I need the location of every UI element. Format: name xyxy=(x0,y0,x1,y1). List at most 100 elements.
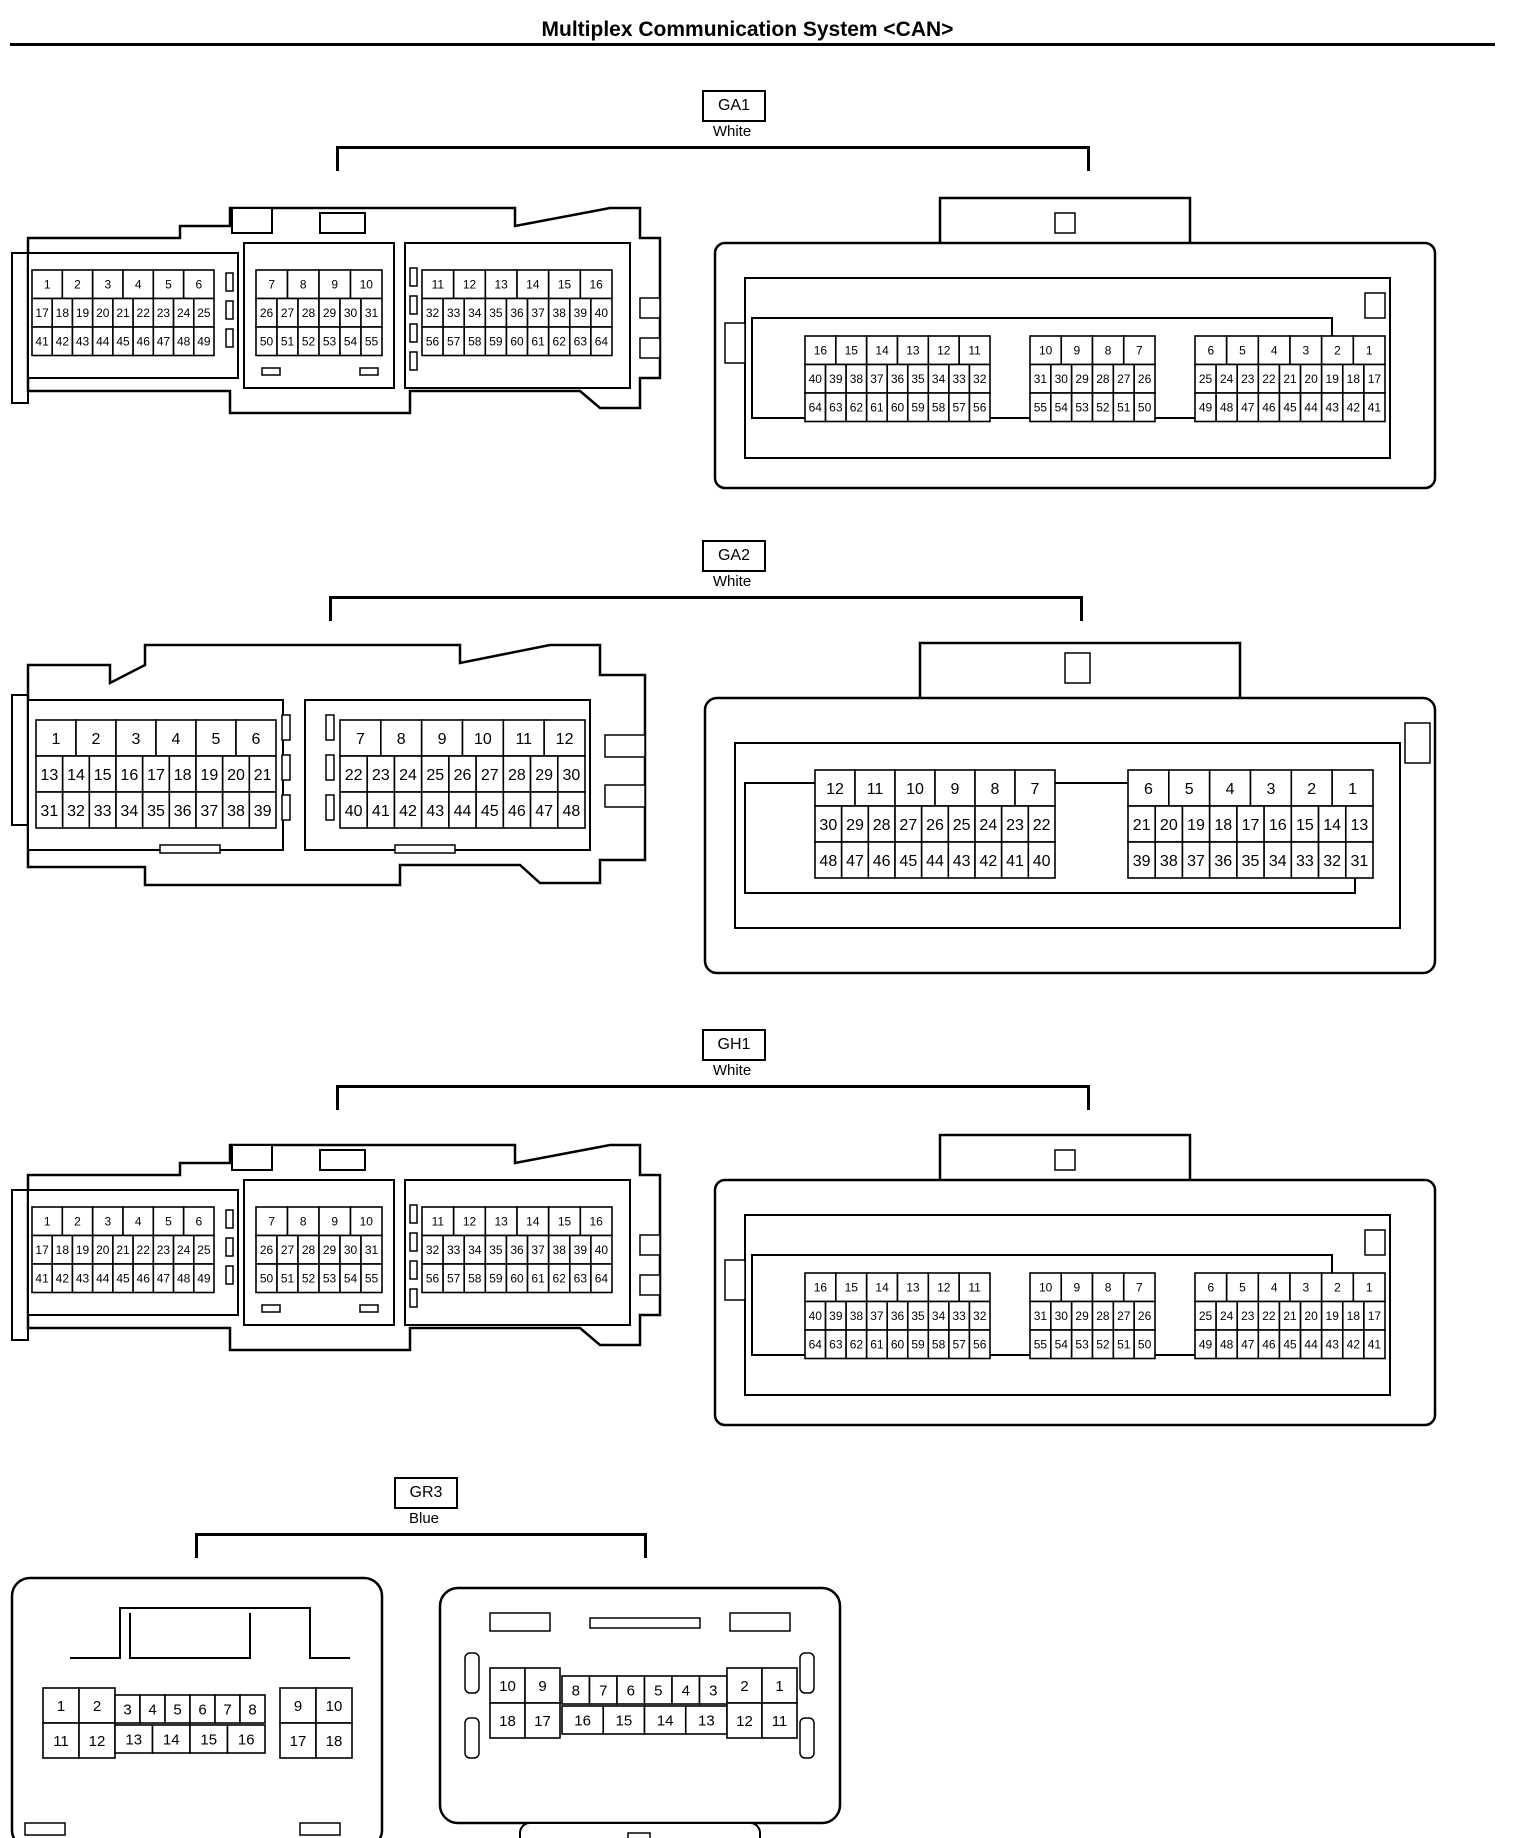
pin-cell-box xyxy=(78,1687,116,1724)
pin-cell: 4 xyxy=(1208,769,1252,807)
pin-cell: 42 xyxy=(1341,1329,1365,1360)
pin-cell: 21 xyxy=(112,1234,134,1265)
pin-number: 21 xyxy=(1133,817,1151,834)
pin-cell: 15 xyxy=(88,755,117,793)
pin-number: 55 xyxy=(365,1272,379,1286)
pin-cell: 24 xyxy=(172,1234,195,1265)
pin-cell-box xyxy=(556,791,586,829)
pin-cell: 30 xyxy=(1050,1300,1073,1331)
pin-number: 39 xyxy=(829,372,843,386)
pin-number: 17 xyxy=(35,1243,49,1257)
pin-cell-box xyxy=(867,805,896,843)
housing-base xyxy=(519,1822,761,1838)
pin-number: 53 xyxy=(323,1272,337,1286)
pin-number: 14 xyxy=(526,278,540,292)
pin-cell: 45 xyxy=(1278,392,1302,423)
pin-number: 38 xyxy=(1160,853,1178,870)
pin-number: 41 xyxy=(1368,1338,1382,1352)
pin-cell-box xyxy=(452,1206,487,1237)
pin-cell: 36 xyxy=(168,791,197,829)
pin-number: 38 xyxy=(850,372,864,386)
pin-cell: 8 xyxy=(1091,1272,1125,1303)
pin-cell: 8 xyxy=(974,769,1016,807)
pin-number: 20 xyxy=(1160,817,1178,834)
pin-cell: 29 xyxy=(318,1234,341,1265)
pin-cell: 51 xyxy=(1112,392,1135,423)
pin-cell: 8 xyxy=(1091,335,1125,366)
pin-number: 9 xyxy=(331,278,338,292)
pin-cell-box xyxy=(835,335,868,366)
pin-number: 45 xyxy=(116,335,130,349)
pin-number: 7 xyxy=(1136,1281,1143,1295)
pin-cell: 7 xyxy=(1122,1272,1156,1303)
pin-number: 53 xyxy=(1075,1338,1089,1352)
pin-number: 33 xyxy=(447,1243,461,1257)
pin-cell: 41 xyxy=(31,326,54,357)
pin-cell-box xyxy=(475,755,505,793)
pin-number: 25 xyxy=(426,767,444,784)
pin-number: 23 xyxy=(1241,1309,1255,1323)
pin-cell: 25 xyxy=(1194,363,1217,394)
pin-cell: 57 xyxy=(948,392,971,423)
pin-cell: 14 xyxy=(865,335,899,366)
housing-tab xyxy=(1364,1229,1386,1256)
pin-cell: 10 xyxy=(1029,335,1063,366)
pin-cell: 55 xyxy=(360,326,383,357)
pin-number: 61 xyxy=(870,1338,884,1352)
pin-number: 40 xyxy=(809,372,823,386)
pin-cell: 19 xyxy=(195,755,224,793)
pin-number: 6 xyxy=(198,1701,206,1718)
pin-number: 25 xyxy=(953,817,971,834)
pin-number: 1 xyxy=(44,278,51,292)
pin-cell: 26 xyxy=(920,805,950,843)
pin-cell-box xyxy=(543,719,586,757)
pin-cell: 34 xyxy=(1263,841,1293,879)
pin-cell: 46 xyxy=(132,1263,155,1294)
pin-cell: 14 xyxy=(865,1272,899,1303)
pin-cell: 3 xyxy=(698,1675,728,1705)
pin-number: 50 xyxy=(260,335,274,349)
pin-cell-box xyxy=(115,719,157,757)
pin-number: 41 xyxy=(35,1272,49,1286)
housing-tab xyxy=(724,322,746,364)
pin-cell: 49 xyxy=(192,1263,215,1294)
pin-number: 12 xyxy=(463,1215,477,1229)
pin-cell-box xyxy=(420,791,450,829)
pin-cell: 58 xyxy=(463,1263,487,1294)
pin-number: 10 xyxy=(326,1698,343,1715)
pin-cell: 3 xyxy=(114,1694,141,1724)
pin-number: 31 xyxy=(40,803,58,820)
pin-number: 12 xyxy=(736,1713,753,1730)
pin-cell: 19 xyxy=(1320,1300,1344,1331)
pin-number: 64 xyxy=(595,1272,609,1286)
pin-number: 4 xyxy=(682,1682,690,1699)
pin-number: 37 xyxy=(870,1309,884,1323)
pin-number: 20 xyxy=(227,767,245,784)
pin-number: 8 xyxy=(397,731,406,748)
housing-tab xyxy=(1404,722,1431,764)
pin-cell: 24 xyxy=(1215,1300,1239,1331)
pin-number: 29 xyxy=(1075,372,1089,386)
pin-number: 48 xyxy=(1220,1338,1234,1352)
pin-cell: 22 xyxy=(1027,805,1056,843)
pin-number: 17 xyxy=(1368,372,1382,386)
pin-cell: 33 xyxy=(948,1300,971,1331)
pin-cell: 46 xyxy=(867,841,896,879)
pin-number: 14 xyxy=(67,767,85,784)
pin-cell-box xyxy=(360,326,383,357)
pin-number: 16 xyxy=(1269,817,1287,834)
pin-cell-box xyxy=(221,791,251,829)
pin-number: 57 xyxy=(447,1272,461,1286)
pin-number: 51 xyxy=(1117,1338,1131,1352)
pin-number: 34 xyxy=(932,372,946,386)
pin-number: 31 xyxy=(1034,1309,1048,1323)
pin-cell: 31 xyxy=(35,791,64,829)
pin-number: 32 xyxy=(973,372,987,386)
pin-number: 10 xyxy=(906,781,924,798)
pin-cell: 10 xyxy=(1029,1272,1063,1303)
pin-number: 23 xyxy=(1006,817,1024,834)
pin-cell: 43 xyxy=(71,326,94,357)
pin-number: 41 xyxy=(1368,401,1382,415)
pin-cell: 64 xyxy=(590,326,613,357)
pin-cell-box xyxy=(671,1675,701,1705)
